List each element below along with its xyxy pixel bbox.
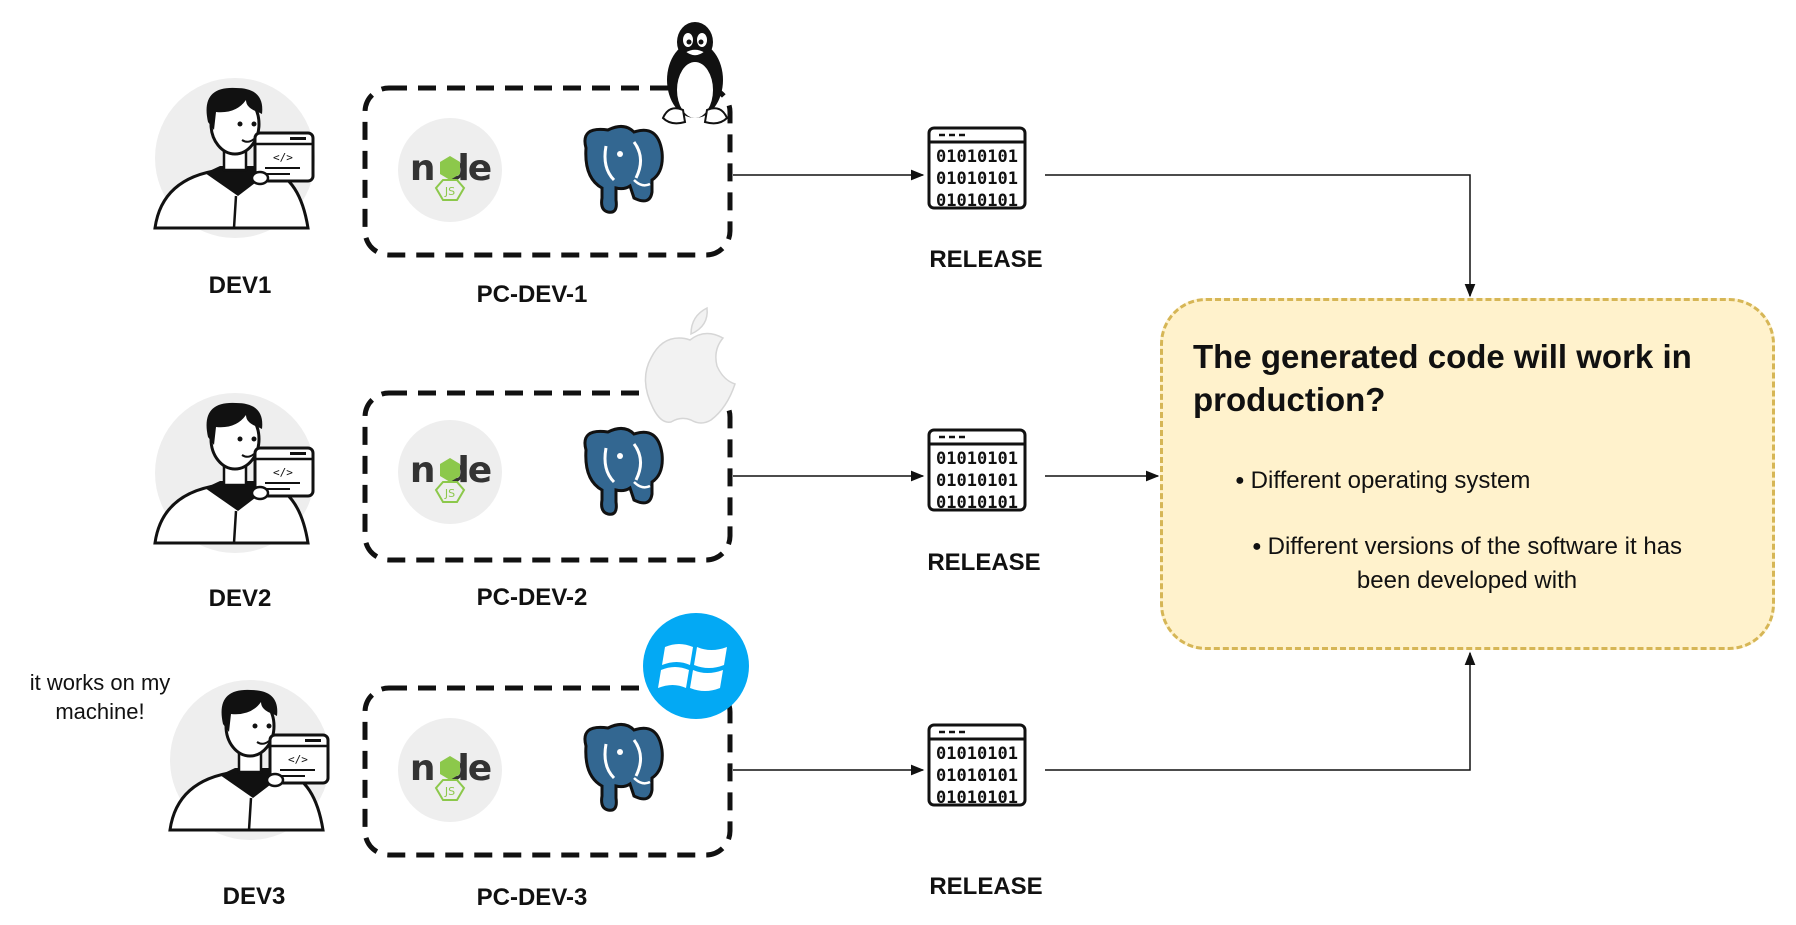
- pc-label: PC-DEV-3: [477, 884, 588, 911]
- dev-label: DEV2: [209, 585, 272, 612]
- release-label: RELEASE: [927, 549, 1040, 576]
- bullet-item: ● Different versions of the software it h…: [1237, 531, 1697, 596]
- pc-label: PC-DEV-2: [477, 584, 588, 611]
- pc-box: [362, 685, 733, 858]
- bullet-text: Different operating system: [1250, 467, 1531, 494]
- bullet-dot-icon: ●: [1251, 538, 1262, 555]
- dev3-quote-line1: it works on my: [30, 670, 171, 695]
- apple-icon: [644, 306, 736, 424]
- binary-line: 01010101: [936, 449, 1018, 469]
- postgresql-elephant-icon: [583, 124, 664, 214]
- bullet-item: ● Different operating system: [1235, 465, 1655, 499]
- dev-label: DEV1: [209, 272, 272, 299]
- binary-line: 01010101: [936, 471, 1018, 491]
- bullet-text: Different versions of the software it ha…: [1267, 533, 1683, 594]
- question-box: The generated code will work in producti…: [1160, 298, 1775, 650]
- binary-line: 01010101: [936, 766, 1018, 786]
- linux-tux-icon: [661, 22, 729, 125]
- dev-illustration: [153, 391, 317, 555]
- dev-label: DEV3: [223, 883, 286, 910]
- node-logo: [397, 117, 503, 223]
- connector-arrow: [1045, 174, 1476, 298]
- pc-box: [362, 85, 733, 258]
- node-logo: [397, 419, 503, 525]
- question-title: The generated code will work in producti…: [1193, 338, 1692, 418]
- postgresql-elephant-icon: [583, 426, 664, 516]
- dev-illustration: [153, 76, 317, 240]
- release-label: RELEASE: [929, 246, 1042, 273]
- binary-line: 01010101: [936, 788, 1018, 808]
- postgresql-elephant-icon: [583, 722, 664, 812]
- binary-line: 01010101: [936, 744, 1018, 764]
- binary-line: 01010101: [936, 147, 1018, 167]
- connector-arrow: [1045, 651, 1476, 771]
- bullet-dot-icon: ●: [1235, 472, 1245, 489]
- windows-icon: [643, 613, 749, 719]
- release-icon: 01010101 01010101 01010101: [927, 723, 1027, 808]
- binary-line: 01010101: [936, 493, 1018, 513]
- binary-line: 01010101: [936, 191, 1018, 211]
- pc-label: PC-DEV-1: [477, 281, 588, 308]
- release-label: RELEASE: [929, 873, 1042, 900]
- node-logo: [397, 717, 503, 823]
- pc-box: [362, 390, 733, 563]
- dev3-quote-line2: machine!: [55, 699, 144, 724]
- dev-illustration: [168, 678, 332, 842]
- binary-line: 01010101: [936, 169, 1018, 189]
- release-icon: 01010101 01010101 01010101: [927, 126, 1027, 211]
- release-icon: 01010101 01010101 01010101: [927, 428, 1027, 513]
